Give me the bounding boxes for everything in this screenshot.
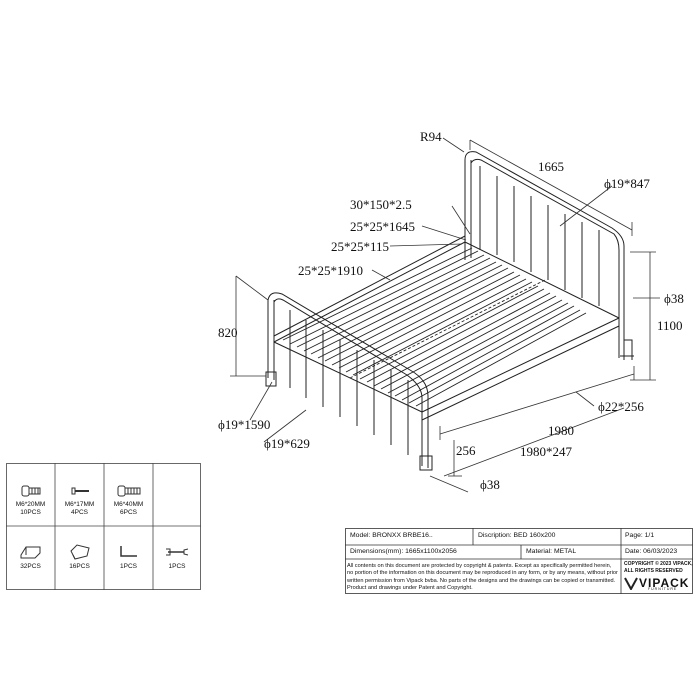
vipack-logo-text: VIPACK xyxy=(639,576,690,590)
part-qty: 1PCS xyxy=(120,563,137,571)
bolt-20mm-icon xyxy=(21,485,40,497)
dim-tube-19-847: ϕ19*847 xyxy=(604,176,650,191)
dim-r94: R94 xyxy=(420,129,442,144)
dim-leg-38-bottom: ϕ38 xyxy=(480,477,500,492)
dim-tube-25-1910: 25*25*1910 xyxy=(298,263,363,278)
wrench-icon xyxy=(166,548,189,556)
part-qty: 10PCS xyxy=(20,508,41,516)
part-barrel-nut: M6*17MM 4PCS xyxy=(55,483,104,516)
foot-cap-icon xyxy=(69,544,90,560)
part-qty: 1PCS xyxy=(168,563,186,571)
dim-leg-38-top: ϕ38 xyxy=(664,291,684,306)
part-qty: 32PCS xyxy=(20,563,41,571)
dim-tube-25-115: 25*25*115 xyxy=(331,239,390,254)
slat-holder-icon xyxy=(20,546,40,559)
copyright-notice: All contents on this document are protec… xyxy=(347,563,618,592)
dim-height-1100: 1100 xyxy=(657,318,683,333)
parts-grid xyxy=(6,463,201,590)
barrel-nut-icon xyxy=(71,487,89,495)
part-name: M6*17MM xyxy=(64,501,95,509)
headboard xyxy=(464,151,634,360)
bed-frame xyxy=(265,151,634,471)
description-field: Discription: BED 160x200 xyxy=(478,532,556,539)
dim-height-256: 256 xyxy=(456,443,476,458)
copyright-line: COPYRIGHT © 2023 VIPACK, xyxy=(624,561,693,567)
part-slat-holder: 32PCS xyxy=(6,543,55,571)
rights-line: ALL RIGHTS RESERVED xyxy=(624,568,683,574)
model-field: Model: BRONXX BRBE16.. xyxy=(350,532,433,539)
title-block-grid xyxy=(345,528,693,594)
hardware-parts-table: M6*20MM 10PCS M6*17MM 4PCS M6*40MM 6PCS xyxy=(6,463,201,590)
part-allen-key: 1PCS xyxy=(104,543,153,571)
dim-height-820: 820 xyxy=(218,325,238,340)
dim-tube-25-1645: 25*25*1645 xyxy=(350,219,415,234)
part-foot-cap: 16PCS xyxy=(55,543,104,571)
part-qty: 16PCS xyxy=(69,563,90,571)
dim-tube-19-1590: ϕ19*1590 xyxy=(218,417,271,432)
part-bolt-20mm: M6*20MM 10PCS xyxy=(6,483,55,516)
title-block: Model: BRONXX BRBE16.. Discription: BED … xyxy=(345,528,693,594)
dim-length-1980: 1980 xyxy=(548,423,574,438)
part-wrench: 1PCS xyxy=(153,543,201,571)
part-name: M6*20MM xyxy=(15,501,46,509)
vipack-logo-icon xyxy=(624,577,638,590)
dim-tube-1980-247: 1980*247 xyxy=(520,444,572,459)
date-field: Date: 06/03/2023 xyxy=(625,548,678,555)
material-field: Material: METAL xyxy=(526,548,577,555)
vipack-logo-sub: FURNITURE xyxy=(648,587,678,591)
dim-tube-30-150: 30*150*2.5 xyxy=(350,197,412,212)
page-field: Page: 1/1 xyxy=(625,532,655,539)
bolt-40mm-icon xyxy=(117,485,140,497)
part-name: M6*40MM xyxy=(113,501,144,509)
side-rails xyxy=(273,235,620,421)
dim-tube-22-256: ϕ22*256 xyxy=(598,399,644,414)
part-bolt-40mm: M6*40MM 6PCS xyxy=(104,483,153,516)
dim-width-1665: 1665 xyxy=(538,159,564,174)
dim-tube-19-629: ϕ19*629 xyxy=(264,436,310,451)
slats xyxy=(282,247,587,407)
dimension-lines xyxy=(230,137,660,493)
part-qty: 6PCS xyxy=(120,508,137,516)
allen-key-icon xyxy=(119,546,137,557)
dimensions-field: Dimensions(mm): 1665x1100x2056 xyxy=(350,548,457,555)
part-qty: 4PCS xyxy=(71,508,88,516)
